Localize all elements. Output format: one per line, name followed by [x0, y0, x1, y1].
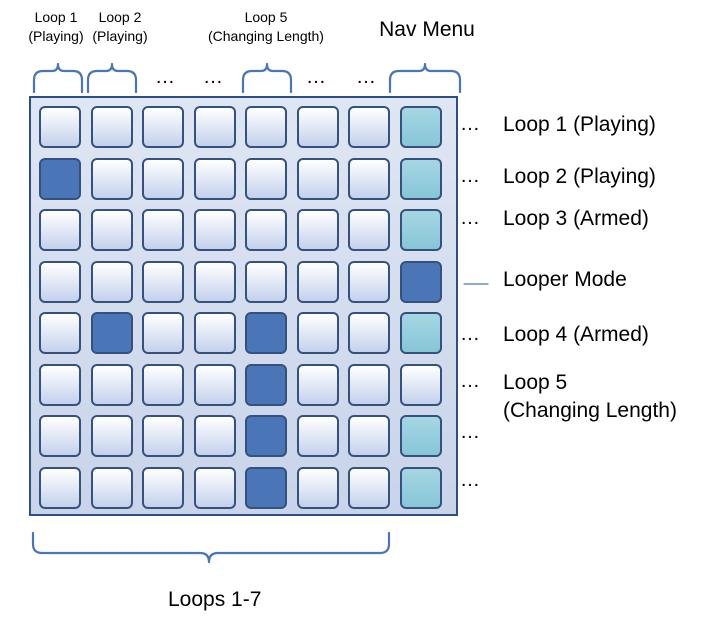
grid-pad-r5-c1[interactable] [39, 312, 81, 354]
grid-pad-r8-c6[interactable] [297, 467, 339, 509]
grid-pad-r3-c1[interactable] [39, 209, 81, 251]
grid-pad-r8-c5[interactable] [245, 467, 287, 509]
row-label-looper-mode: Looper Mode [503, 268, 627, 291]
grid-pad-r7-c7[interactable] [348, 415, 390, 457]
label-loop2-top: Loop 2 (Playing) [92, 9, 148, 44]
grid-pad-r3-c8[interactable] [400, 209, 442, 251]
bracket-nav [388, 62, 462, 94]
row-ellipsis-7: … [460, 421, 481, 443]
grid-pad-r5-c4[interactable] [194, 312, 236, 354]
grid-pad-r7-c6[interactable] [297, 415, 339, 457]
row-ellipsis-1: … [460, 113, 481, 135]
grid-pad-r5-c7[interactable] [348, 312, 390, 354]
grid-pad-r3-c5[interactable] [245, 209, 287, 251]
label-loop1-top: Loop 1 (Playing) [28, 9, 84, 44]
grid-pad-r3-c7[interactable] [348, 209, 390, 251]
grid-pad-r6-c3[interactable] [142, 364, 184, 406]
grid-pad-r6-c8[interactable] [400, 364, 442, 406]
grid-pad-r1-c3[interactable] [142, 106, 184, 148]
grid-pad-r2-c1[interactable] [39, 158, 81, 200]
top-ellipsis-4: … [203, 66, 224, 88]
grid-pad-r2-c8[interactable] [400, 158, 442, 200]
grid-pad-r8-c2[interactable] [91, 467, 133, 509]
top-ellipsis-7: … [356, 66, 377, 88]
row-ellipsis-3: … [460, 207, 481, 229]
grid-pad-r8-c4[interactable] [194, 467, 236, 509]
row-ellipsis-6: … [460, 370, 481, 392]
grid-pad-r7-c3[interactable] [142, 415, 184, 457]
grid-pad-r4-c7[interactable] [348, 261, 390, 303]
row-ellipsis-5: … [460, 323, 481, 345]
label-loops-1-7: Loops 1-7 [168, 588, 262, 611]
grid-pad-r4-c8[interactable] [400, 261, 442, 303]
row-label-loop3: Loop 3 (Armed) [503, 207, 649, 230]
grid-pad-r4-c2[interactable] [91, 261, 133, 303]
grid-pad-r5-c2[interactable] [91, 312, 133, 354]
grid-pad-r2-c7[interactable] [348, 158, 390, 200]
grid-pad-r1-c8[interactable] [400, 106, 442, 148]
row-label-loop1: Loop 1 (Playing) [503, 113, 656, 136]
row-label-loop4: Loop 4 (Armed) [503, 323, 649, 346]
grid-pad-r8-c7[interactable] [348, 467, 390, 509]
top-ellipsis-3: … [155, 66, 176, 88]
grid-pad-r8-c3[interactable] [142, 467, 184, 509]
grid-pad-r1-c4[interactable] [194, 106, 236, 148]
grid-pad-r1-c1[interactable] [39, 106, 81, 148]
bracket-loop2 [86, 62, 138, 94]
grid-pad-r3-c2[interactable] [91, 209, 133, 251]
grid-pad-r3-c4[interactable] [194, 209, 236, 251]
grid-pad-r5-c6[interactable] [297, 312, 339, 354]
grid-pad-r7-c8[interactable] [400, 415, 442, 457]
grid-pad-r5-c3[interactable] [142, 312, 184, 354]
grid-pad-r4-c5[interactable] [245, 261, 287, 303]
grid-pad-r6-c2[interactable] [91, 364, 133, 406]
label-nav-menu: Nav Menu [379, 18, 475, 41]
grid-pad-r4-c6[interactable] [297, 261, 339, 303]
bracket-loops-1-7 [31, 531, 391, 564]
grid-pad-r2-c6[interactable] [297, 158, 339, 200]
grid-pad-r8-c8[interactable] [400, 467, 442, 509]
grid-pad-r7-c4[interactable] [194, 415, 236, 457]
bracket-loop1 [32, 62, 84, 94]
grid-pad-r2-c2[interactable] [91, 158, 133, 200]
label-loop5-top: Loop 5 (Changing Length) [208, 9, 324, 44]
grid-pad-r1-c7[interactable] [348, 106, 390, 148]
top-ellipsis-6: … [306, 66, 327, 88]
grid-pad-r6-c6[interactable] [297, 364, 339, 406]
grid-pad-r8-c1[interactable] [39, 467, 81, 509]
bracket-loop5 [241, 62, 293, 94]
grid-pad-r1-c5[interactable] [245, 106, 287, 148]
grid-pad-r4-c4[interactable] [194, 261, 236, 303]
row-label-loop5: Loop 5 (Changing Length) [503, 371, 677, 422]
grid-pad-r7-c1[interactable] [39, 415, 81, 457]
grid-pad-r5-c8[interactable] [400, 312, 442, 354]
grid-pad-r6-c5[interactable] [245, 364, 287, 406]
grid-pad-r2-c5[interactable] [245, 158, 287, 200]
row-ellipsis-8: … [460, 469, 481, 491]
grid-pad-r3-c3[interactable] [142, 209, 184, 251]
grid-pad-r4-c3[interactable] [142, 261, 184, 303]
grid-pad-r6-c4[interactable] [194, 364, 236, 406]
grid-pad-r7-c2[interactable] [91, 415, 133, 457]
grid-pad-r2-c3[interactable] [142, 158, 184, 200]
grid-pad-r2-c4[interactable] [194, 158, 236, 200]
row-label-loop2: Loop 2 (Playing) [503, 165, 656, 188]
grid-pad-r1-c6[interactable] [297, 106, 339, 148]
grid-pad-r1-c2[interactable] [91, 106, 133, 148]
launchpad-grid [29, 96, 458, 516]
grid-pad-r7-c5[interactable] [245, 415, 287, 457]
grid-pad-r4-c1[interactable] [39, 261, 81, 303]
grid-pad-r6-c1[interactable] [39, 364, 81, 406]
grid-pad-r6-c7[interactable] [348, 364, 390, 406]
grid-pad-r5-c5[interactable] [245, 312, 287, 354]
grid-pad-r3-c6[interactable] [297, 209, 339, 251]
row-ellipsis-2: … [460, 165, 481, 187]
